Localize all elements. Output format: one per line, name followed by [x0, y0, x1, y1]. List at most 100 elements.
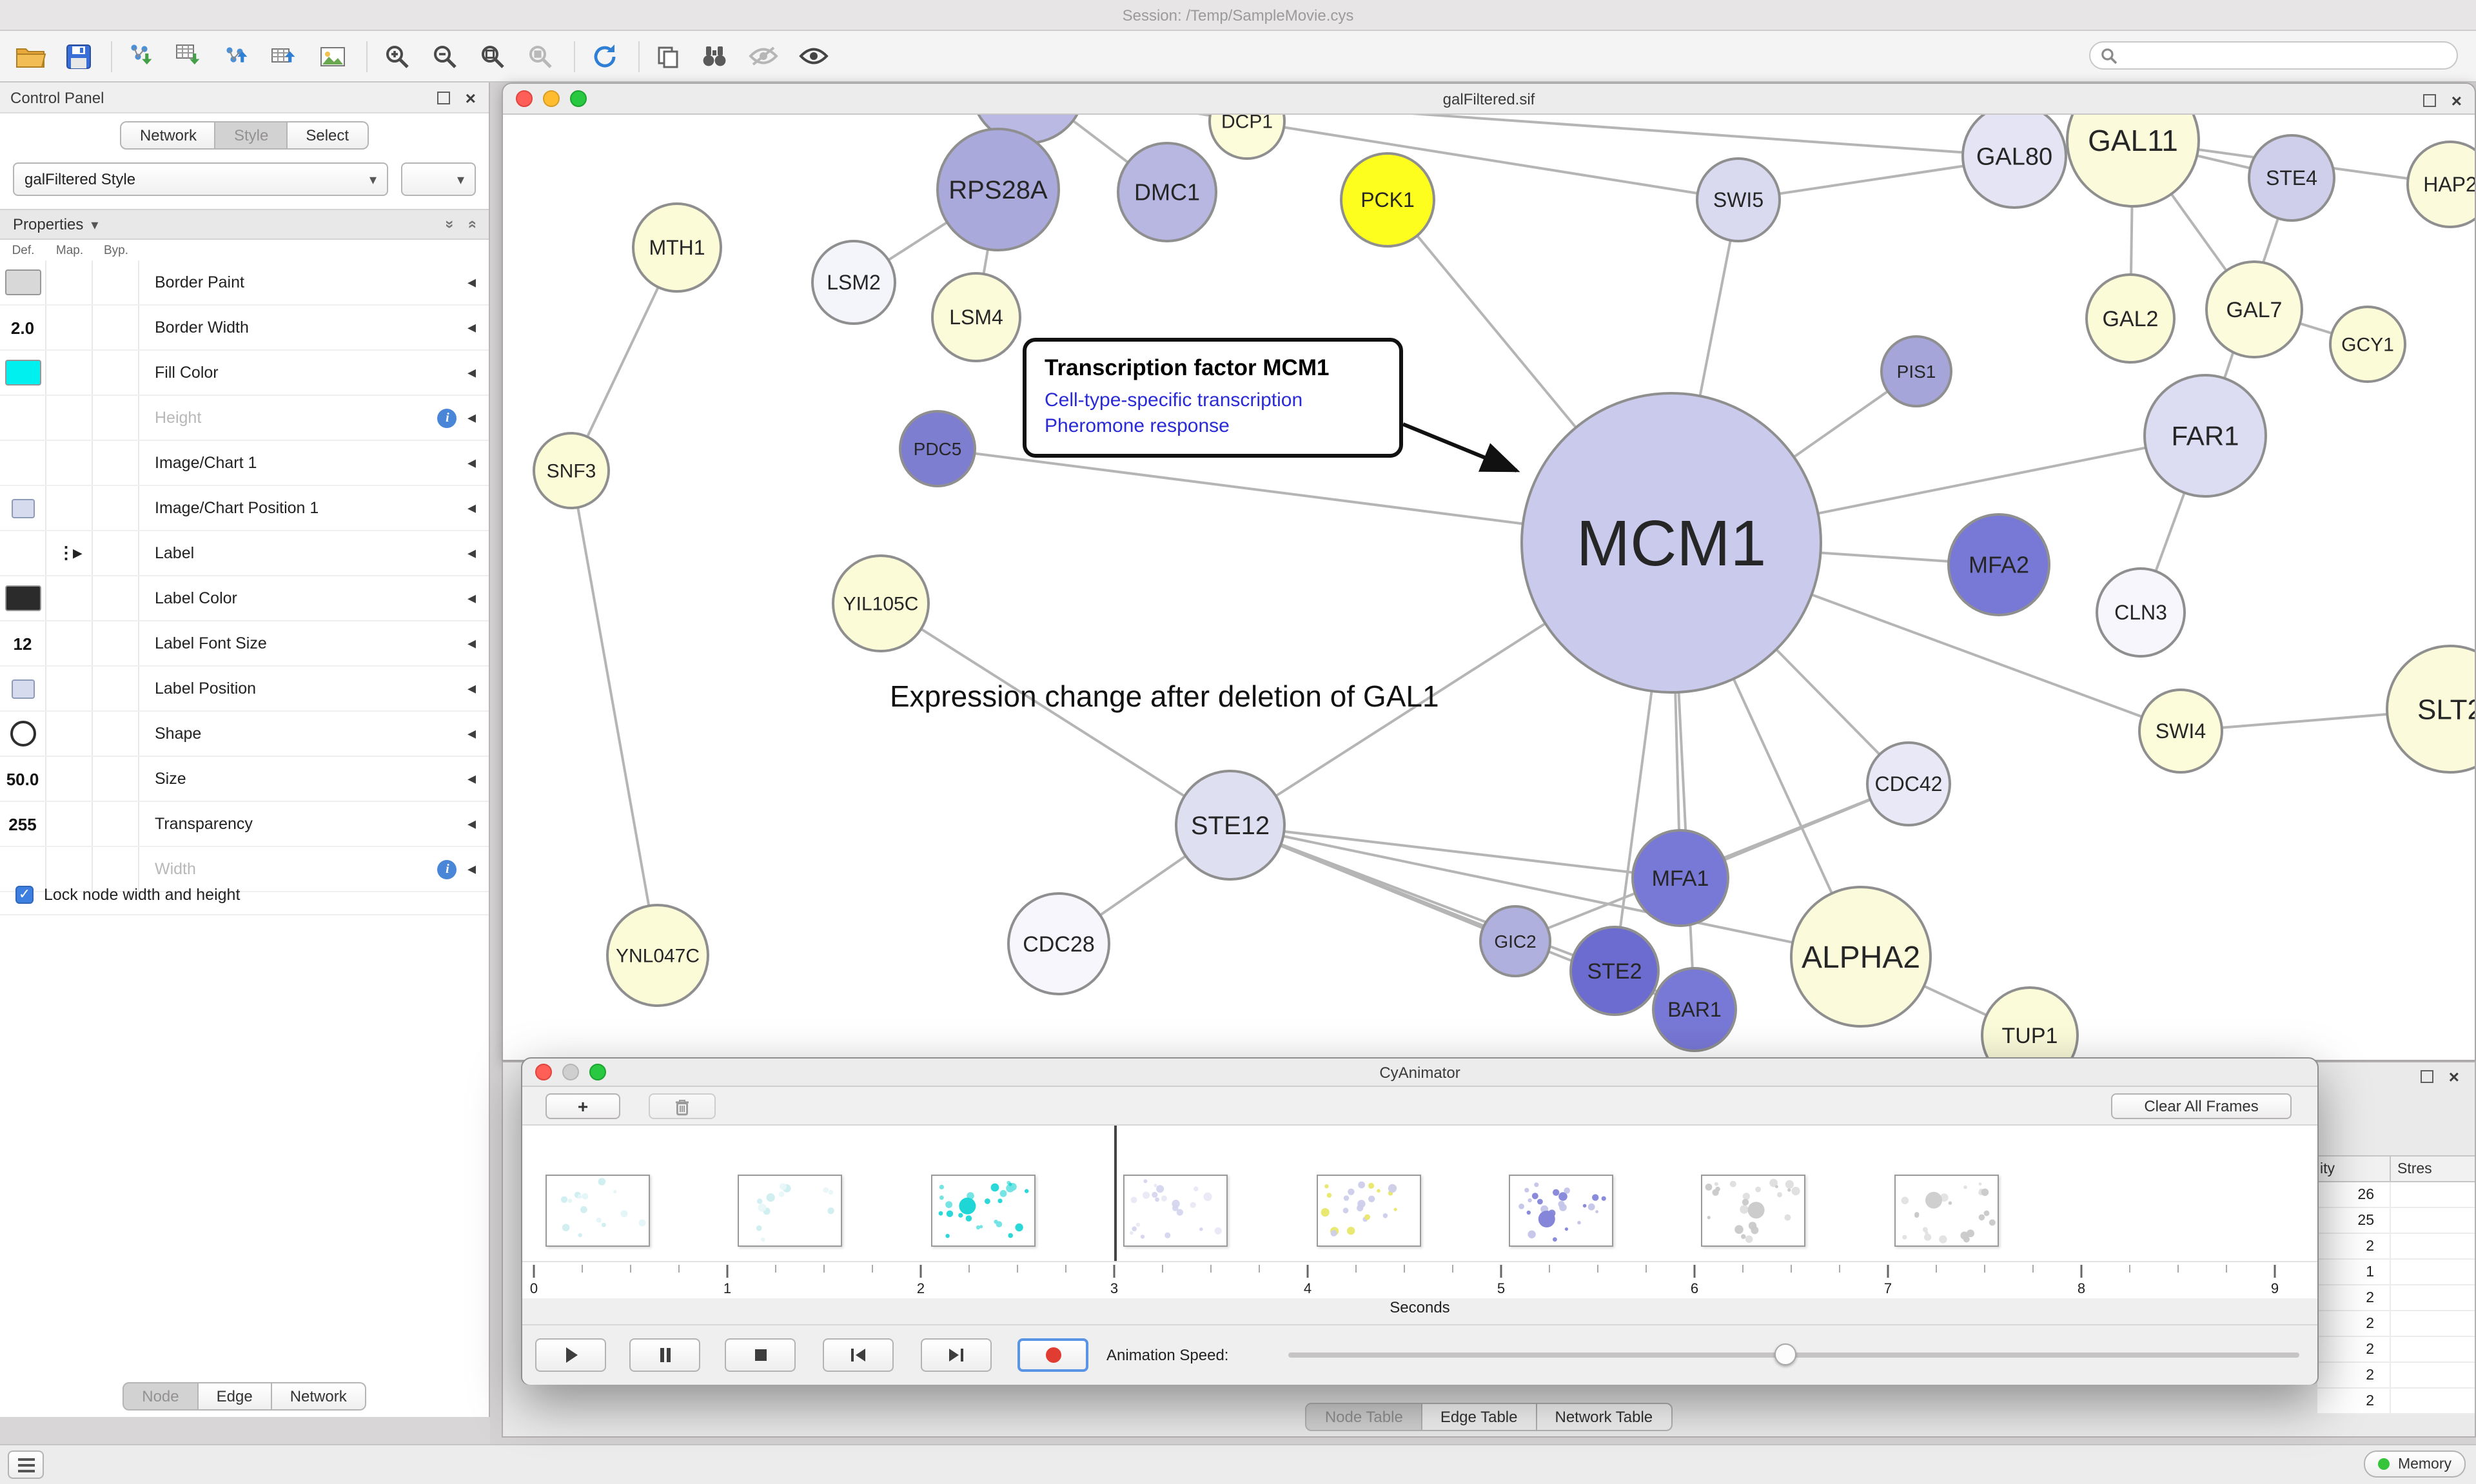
- tab-select[interactable]: Select: [288, 121, 369, 150]
- zoom-traffic-light-icon[interactable]: [589, 1064, 606, 1080]
- network-edge[interactable]: [1028, 115, 2015, 157]
- property-row[interactable]: Label Color◂: [0, 576, 489, 621]
- table-row[interactable]: 2: [2317, 1337, 2475, 1363]
- expand-arrow-icon[interactable]: ◂: [467, 678, 476, 698]
- network-node-MFA1[interactable]: [1631, 829, 1729, 927]
- network-node-GAL7[interactable]: [2205, 260, 2303, 358]
- tab-network-table[interactable]: Network Table: [1537, 1403, 1673, 1431]
- network-node-YIL105C[interactable]: [832, 554, 930, 652]
- lock-size-row[interactable]: ✓ Lock node width and height: [0, 874, 489, 915]
- close-icon[interactable]: ×: [2448, 1066, 2459, 1087]
- network-node-CDC28[interactable]: [1007, 892, 1110, 995]
- delete-frame-button[interactable]: [649, 1093, 716, 1119]
- network-node-GAL2[interactable]: [2085, 273, 2176, 364]
- collapse-all-icon[interactable]: »: [440, 220, 459, 229]
- float-window-icon[interactable]: [437, 92, 450, 104]
- network-node-MTH1[interactable]: [632, 202, 722, 293]
- frame-thumbnail[interactable]: [1316, 1175, 1421, 1247]
- timeline-playhead[interactable]: [1114, 1126, 1116, 1261]
- style-combobox[interactable]: galFiltered Style ▾: [13, 162, 388, 196]
- annotation-link[interactable]: Cell-type-specific transcription: [1045, 389, 1303, 411]
- expand-arrow-icon[interactable]: ◂: [467, 723, 476, 743]
- show-graphics-details-button[interactable]: [796, 43, 832, 70]
- network-node-SNF3[interactable]: [533, 432, 610, 509]
- network-node-LSM4[interactable]: [931, 272, 1021, 362]
- network-node-PDC5[interactable]: [899, 410, 976, 487]
- table-row[interactable]: 26: [2317, 1182, 2475, 1208]
- import-network-button[interactable]: [125, 40, 159, 72]
- mapping-icon[interactable]: ⋮▸: [57, 543, 81, 562]
- stop-button[interactable]: [725, 1338, 796, 1372]
- network-node-SWI4[interactable]: [2138, 688, 2223, 774]
- expand-arrow-icon[interactable]: ◂: [467, 498, 476, 517]
- table-header[interactable]: ity Stres: [2317, 1155, 2475, 1182]
- network-node-STE4[interactable]: [2248, 134, 2335, 222]
- property-row[interactable]: Label Position◂: [0, 667, 489, 712]
- apply-layout-button[interactable]: [588, 39, 622, 73]
- close-traffic-light-icon[interactable]: [516, 90, 533, 107]
- annotation-link[interactable]: Pheromone response: [1045, 415, 1230, 438]
- minimize-traffic-light-icon[interactable]: [562, 1064, 579, 1080]
- column-header-stress[interactable]: Stres: [2397, 1161, 2432, 1176]
- save-session-button[interactable]: [63, 41, 94, 72]
- network-node-ALPHA2[interactable]: [1790, 886, 1932, 1028]
- network-node-GAL80[interactable]: [1961, 115, 2067, 209]
- network-edge[interactable]: [570, 470, 659, 956]
- default-value-swatch[interactable]: [5, 269, 41, 295]
- expand-arrow-icon[interactable]: ◂: [467, 859, 476, 878]
- table-row[interactable]: 2: [2317, 1311, 2475, 1337]
- expand-all-icon[interactable]: »: [462, 220, 481, 229]
- frame-thumbnail[interactable]: [545, 1175, 650, 1247]
- position-icon[interactable]: [11, 679, 34, 698]
- float-window-icon[interactable]: [2420, 1070, 2433, 1083]
- expand-arrow-icon[interactable]: ◂: [467, 768, 476, 788]
- lock-checkbox[interactable]: ✓: [15, 885, 34, 903]
- network-node-LSM2[interactable]: [811, 240, 896, 325]
- network-node-DMC1[interactable]: [1117, 142, 1217, 242]
- network-window-titlebar[interactable]: galFiltered.sif ×: [503, 84, 2475, 115]
- export-image-button[interactable]: [316, 41, 349, 72]
- network-node-PCK1[interactable]: [1340, 152, 1435, 248]
- network-node-BAR1[interactable]: [1652, 967, 1737, 1052]
- table-row[interactable]: 25: [2317, 1208, 2475, 1234]
- default-value-swatch[interactable]: [5, 585, 41, 611]
- search-box[interactable]: [2089, 41, 2458, 70]
- network-node-MCM1[interactable]: [1520, 392, 1822, 694]
- zoom-out-button[interactable]: [428, 39, 462, 73]
- expand-arrow-icon[interactable]: ◂: [467, 453, 476, 472]
- property-row[interactable]: ⋮▸Label◂: [0, 531, 489, 576]
- annotation-box[interactable]: Transcription factor MCM1 Cell-type-spec…: [1023, 338, 1403, 457]
- expand-arrow-icon[interactable]: ◂: [467, 317, 476, 337]
- position-icon[interactable]: [11, 498, 34, 518]
- zoom-traffic-light-icon[interactable]: [570, 90, 587, 107]
- tab-style[interactable]: Style: [215, 121, 288, 150]
- table-row[interactable]: 2: [2317, 1234, 2475, 1260]
- table-row[interactable]: 2: [2317, 1285, 2475, 1311]
- property-row[interactable]: Image/Chart Position 1◂: [0, 486, 489, 531]
- float-window-icon[interactable]: [2422, 94, 2436, 107]
- frame-thumbnail[interactable]: [1701, 1175, 1806, 1247]
- network-node-STE2[interactable]: [1569, 926, 1660, 1016]
- info-icon[interactable]: i: [437, 408, 457, 427]
- frame-thumbnail[interactable]: [1509, 1175, 1613, 1247]
- info-icon[interactable]: i: [437, 859, 457, 879]
- frames-timeline[interactable]: [522, 1126, 2317, 1262]
- export-network-button[interactable]: [221, 40, 254, 72]
- table-row[interactable]: 1: [2317, 1260, 2475, 1285]
- property-row[interactable]: Image/Chart 1◂: [0, 441, 489, 486]
- skip-to-end-button[interactable]: [921, 1338, 992, 1372]
- network-node-GCY1[interactable]: [2329, 306, 2406, 383]
- zoom-in-button[interactable]: [380, 39, 414, 73]
- property-row[interactable]: Fill Color◂: [0, 351, 489, 396]
- network-edge[interactable]: [1230, 824, 1681, 879]
- frame-thumbnail[interactable]: [738, 1175, 843, 1247]
- ellipse-shape-icon[interactable]: [10, 721, 35, 747]
- skip-to-start-button[interactable]: [823, 1338, 894, 1372]
- frame-thumbnail[interactable]: [1123, 1175, 1228, 1247]
- property-row[interactable]: Border Paint◂: [0, 260, 489, 306]
- expand-arrow-icon[interactable]: ◂: [467, 814, 476, 833]
- export-table-button[interactable]: [268, 40, 302, 72]
- close-icon[interactable]: ×: [465, 88, 476, 108]
